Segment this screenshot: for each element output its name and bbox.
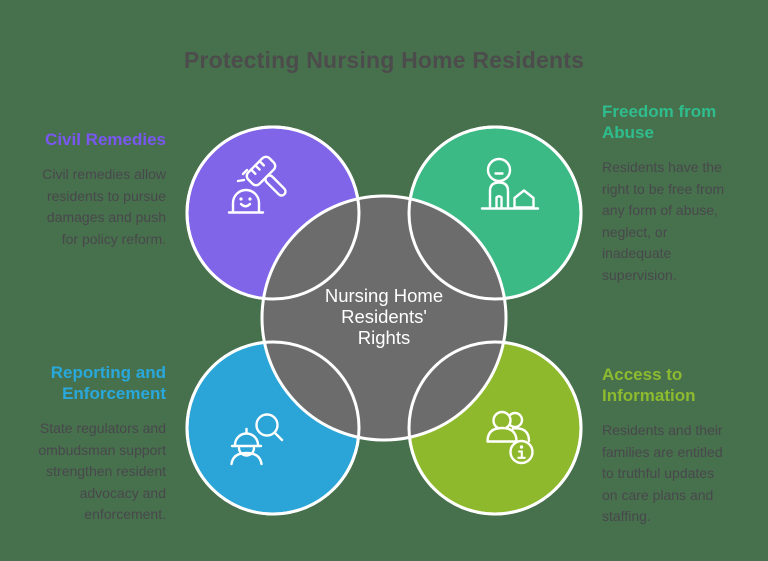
section-heading: Civil Remedies [45, 130, 166, 149]
gavel-justice-icon [227, 155, 287, 214]
people-info-icon [486, 410, 534, 465]
page-title: Protecting Nursing Home Residents [183, 47, 585, 73]
person-home-icon [480, 157, 540, 210]
section-civil-remedies: Civil Remedies Civil remedies allow resi… [0, 129, 166, 250]
section-body: Residents have the right to be free from… [602, 159, 725, 283]
section-reporting-enforcement: Reporting and Enforcement State regulato… [0, 362, 166, 526]
section-heading: Freedom from Abuse [602, 102, 717, 142]
section-freedom-from-abuse: Freedom from Abuse Residents have the ri… [602, 101, 764, 286]
center-label: Nursing Home Residents' Rights [324, 285, 444, 348]
center-circle [260, 194, 508, 442]
section-body: Civil remedies allow residents to pursue… [42, 166, 166, 247]
circle-outline-overlay [185, 125, 583, 516]
inspector-magnifier-icon [230, 413, 284, 466]
section-body: State regulators and ombudsman support s… [38, 420, 166, 522]
section-heading: Reporting and Enforcement [50, 363, 166, 403]
section-body: Residents and their families are entitle… [602, 422, 723, 524]
section-heading: Access to Information [602, 365, 696, 405]
section-access-information: Access to Information Residents and thei… [602, 364, 764, 528]
